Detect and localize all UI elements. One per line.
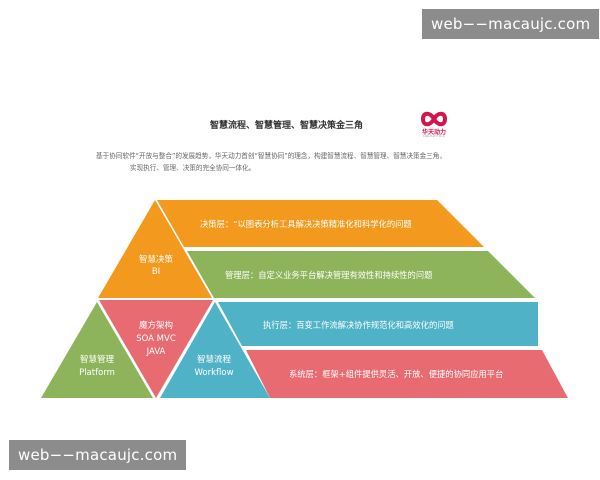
logo-subtitle: OAOOFFICE: [422, 134, 446, 138]
layer-text-system: 系统层：框架+组件提供灵活、开放、便捷的协同应用平台: [289, 369, 503, 379]
watermark-top: web−−macaujc.com: [422, 9, 600, 39]
layer-band-management: [187, 251, 535, 298]
logo-name: 华天动力: [421, 129, 446, 136]
management-label-2: Platform: [79, 368, 115, 378]
architecture-triangle: [99, 300, 213, 398]
architecture-label-3: JAVA: [146, 347, 166, 357]
layer-band-execution: [218, 302, 538, 346]
intro-line-2: 实现执行、管理、决策的完全协同一体化。: [130, 164, 256, 172]
decision-label-1: 智慧决策: [139, 254, 174, 265]
layer-band-decision: [157, 200, 484, 247]
management-triangle: [41, 302, 153, 398]
decision-triangle: [98, 200, 212, 298]
layer-text-execution: 执行层：百变工作流解决协作规范化和高效化的问题: [263, 320, 454, 330]
architecture-label-1: 魔方架构: [139, 320, 173, 331]
workflow-label-2: Workflow: [194, 368, 233, 378]
intro-text: 基于协同软件“开放与整合”的发展趋势，华天动力首创“智慧协同”的理念，构建智慧流…: [96, 150, 516, 174]
intro-line-1: 基于协同软件“开放与整合”的发展趋势，华天动力首创“智慧协同”的理念，构建智慧流…: [96, 152, 446, 160]
decision-label-2: BI: [152, 267, 160, 277]
infinity-logo-icon: [420, 111, 448, 127]
company-logo: 华天动力 OAOOFFICE: [414, 110, 454, 140]
layer-text-management: 管理层：自定义业务平台解决管理有效性和持续性的问题: [225, 270, 432, 280]
workflow-label-1: 智慧流程: [197, 354, 232, 365]
workflow-triangle: [160, 302, 270, 398]
management-label-1: 智慧管理: [80, 354, 115, 365]
layer-band-system: [246, 350, 568, 398]
architecture-label-2: SOA MVC: [136, 334, 176, 344]
layer-text-decision: 决策层：“以图表分析工具解决决策精准化和科学化的问题: [200, 219, 412, 229]
page-title: 智慧流程、智慧管理、智慧决策金三角: [210, 121, 364, 131]
watermark-bottom: web−−macaujc.com: [9, 440, 187, 470]
